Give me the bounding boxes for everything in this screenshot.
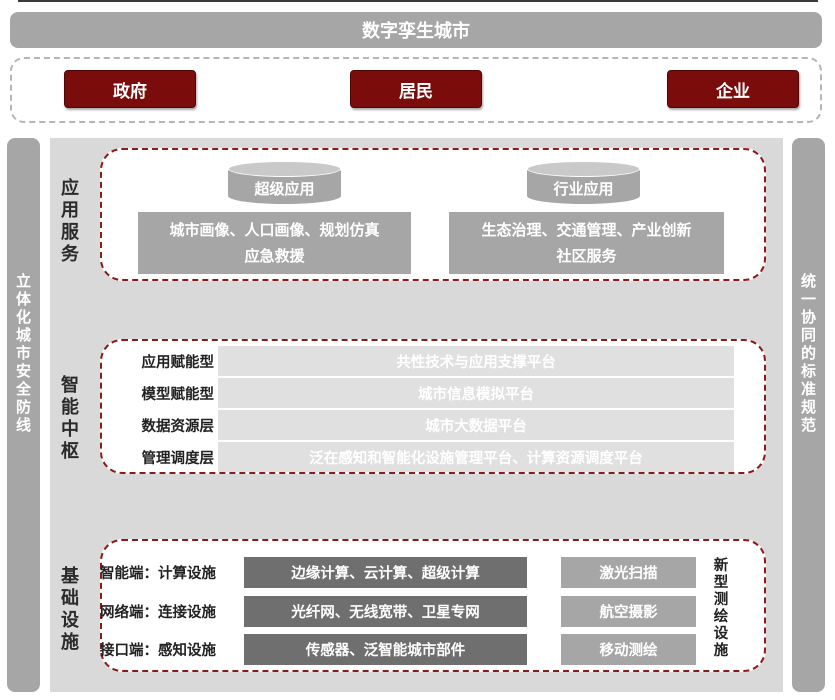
cylinder-top xyxy=(527,161,640,177)
infra-row-label: 网络端：连接设施 xyxy=(100,604,216,621)
middle-row-bar: 城市大数据平台 xyxy=(218,410,734,440)
middle-row-label: 数据资源层 xyxy=(141,418,215,435)
vertical-char: 市 xyxy=(15,344,31,362)
vertical-char: 新 xyxy=(713,558,729,574)
app-box-line: 城市画像、人口画像、规划仿真 xyxy=(169,221,380,239)
right-sidebar: 统一协同的标准规范 xyxy=(792,138,825,692)
vertical-char: 应 xyxy=(61,178,79,199)
vertical-char: 立 xyxy=(15,272,31,290)
vertical-char: 统 xyxy=(800,272,816,290)
vertical-char: 同 xyxy=(800,326,816,344)
vertical-char: 中 xyxy=(61,419,79,440)
vertical-char: 智 xyxy=(61,375,79,396)
vertical-char: 枢 xyxy=(61,441,79,462)
stakeholder-group xyxy=(10,57,822,123)
vertical-char: 准 xyxy=(800,380,816,398)
vertical-char: 能 xyxy=(61,397,79,418)
app-box-line: 生态治理、交通管理、产业创新 xyxy=(481,221,692,239)
right-sidebar-text: 统一协同的标准规范 xyxy=(801,272,816,434)
cylinder-top xyxy=(228,161,341,177)
app-box-industry: 生态治理、交通管理、产业创新 社区服务 xyxy=(449,212,724,274)
vertical-char: 施 xyxy=(713,643,729,659)
survey-item: 激光扫描 xyxy=(561,557,696,588)
middle-row-label: 管理调度层 xyxy=(141,450,215,467)
stakeholder-enterprises: 企业 xyxy=(667,70,799,108)
stakeholder-residents: 居民 xyxy=(350,70,482,108)
layer-label-infra: 基础设施 xyxy=(56,566,84,654)
infra-row-bar: 光纤网、无线宽带、卫星专网 xyxy=(244,596,527,627)
vertical-char: 基 xyxy=(61,566,79,587)
app-box-line: 应急救援 xyxy=(244,247,305,265)
vertical-char: 的 xyxy=(800,344,816,362)
middle-row-bar: 共性技术与应用支撑平台 xyxy=(218,346,734,376)
vertical-char: 服 xyxy=(61,222,79,243)
stakeholder-government: 政府 xyxy=(64,70,196,108)
vertical-char: 设 xyxy=(713,626,729,642)
middle-row-label: 模型赋能型 xyxy=(141,386,215,403)
middle-row-label: 应用赋能型 xyxy=(141,354,215,371)
left-sidebar: 立体化城市安全防线 xyxy=(7,138,40,692)
vertical-char: 型 xyxy=(713,575,729,591)
vertical-char: 测 xyxy=(713,592,729,608)
vertical-char: 安 xyxy=(15,362,31,380)
infra-row-bar: 边缘计算、云计算、超级计算 xyxy=(244,557,527,588)
top-rule xyxy=(18,0,818,2)
vertical-char: 城 xyxy=(15,326,31,344)
page-title: 数字孪生城市 xyxy=(362,21,470,42)
vertical-char: 全 xyxy=(15,380,31,398)
vertical-char: 范 xyxy=(800,416,816,434)
vertical-char: 标 xyxy=(800,362,816,380)
layer-label-middle: 智能中枢 xyxy=(56,375,84,463)
cylinder-label: 超级应用 xyxy=(254,180,315,198)
title-bar: 数字孪生城市 xyxy=(10,12,822,48)
layer-label-app: 应用服务 xyxy=(56,178,84,266)
survey-item: 移动测绘 xyxy=(561,634,696,665)
middle-row-bar: 城市信息模拟平台 xyxy=(218,378,734,408)
vertical-char: 一 xyxy=(800,290,816,308)
left-sidebar-text: 立体化城市安全防线 xyxy=(16,272,31,434)
vertical-char: 协 xyxy=(800,308,816,326)
survey-group-label: 新型测绘设施 xyxy=(708,558,734,660)
vertical-char: 体 xyxy=(15,290,31,308)
vertical-char: 化 xyxy=(15,308,31,326)
vertical-char: 础 xyxy=(61,588,79,609)
cylinder-label: 行业应用 xyxy=(553,180,614,198)
vertical-char: 施 xyxy=(61,632,79,653)
vertical-char: 设 xyxy=(61,610,79,631)
middle-row-bar: 泛在感知和智能化设施管理平台、计算资源调度平台 xyxy=(218,442,734,472)
vertical-char: 线 xyxy=(15,416,31,434)
infra-row-bar: 传感器、泛智能城市部件 xyxy=(244,634,527,665)
infra-row-label: 智能端：计算设施 xyxy=(100,565,216,582)
app-box-super: 城市画像、人口画像、规划仿真 应急救援 xyxy=(138,212,411,274)
survey-item: 航空摄影 xyxy=(561,596,696,627)
app-box-line: 社区服务 xyxy=(556,247,617,265)
infra-row-label: 接口端：感知设施 xyxy=(100,642,216,659)
vertical-char: 用 xyxy=(61,200,79,221)
vertical-char: 规 xyxy=(800,398,816,416)
vertical-char: 务 xyxy=(61,244,79,265)
vertical-char: 绘 xyxy=(713,609,729,625)
vertical-char: 防 xyxy=(15,398,31,416)
